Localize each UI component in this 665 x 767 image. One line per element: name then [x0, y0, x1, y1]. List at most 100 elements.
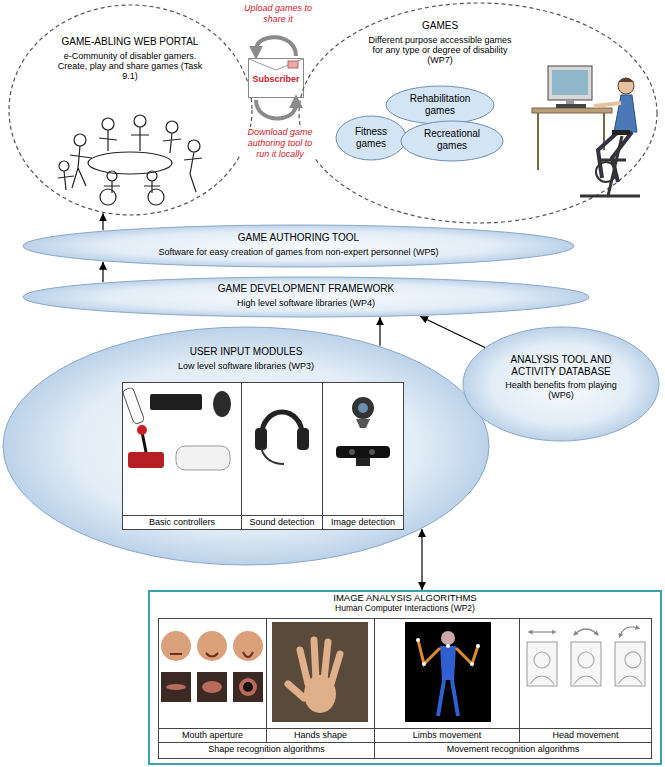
node-title: GAME AUTHORING TOOL [22, 232, 575, 244]
text-block: Image detection [323, 515, 403, 529]
community-sketch-part [70, 146, 92, 188]
community-sketch-part [188, 140, 200, 152]
algorithm-panel: Limbs movement [374, 618, 520, 743]
game-type-ellipse-shape [336, 116, 406, 160]
node-title: GAME DEVELOPMENT FRAMEWORK [22, 283, 590, 295]
text-block: GAMES Different purpose accessible games … [365, 20, 515, 66]
flow-arrow [102, 213, 103, 230]
community-sketch-part [166, 121, 178, 133]
exercise-bike-sketch-part [618, 78, 634, 94]
node-description: High level software libraries (WP4) [22, 298, 590, 308]
node-title: Rehabilitation games [405, 93, 475, 116]
layer-ellipse-shape [23, 277, 589, 317]
node-title: Limbs movement [375, 728, 519, 742]
node-title: Subscriber [249, 74, 303, 84]
node-title: GAME-ABLING WEB PORTAL [50, 36, 210, 48]
flow-arrow [379, 317, 380, 345]
exercise-bike-sketch-part [614, 95, 637, 132]
text-block: Basic controllers [123, 515, 241, 529]
community-sketch-part [88, 152, 172, 174]
flow-arrow [421, 529, 422, 590]
algorithms-box: IMAGE ANALYSIS ALGORITHMSHuman Computer … [148, 590, 662, 765]
text-block: Movement recognition algorithms [375, 744, 651, 754]
share-cycle-arrows-part [256, 100, 296, 119]
text-block: Head movement [520, 728, 651, 742]
text-block: IMAGE ANALYSIS ALGORITHMSHuman Computer … [150, 593, 660, 614]
algorithm-family-cell: Shape recognition algorithms [158, 742, 375, 759]
node-title: Movement recognition algorithms [375, 744, 651, 754]
community-sketch-part [148, 189, 164, 205]
community-sketch-part [184, 152, 202, 192]
node-description: Low level software libraries (WP3) [2, 361, 490, 371]
text-block: Subscriber [249, 74, 303, 84]
community-sketch-part [134, 115, 146, 127]
exercise-bike-sketch-part [603, 113, 605, 150]
game-type-ellipse: Fitness games [335, 115, 407, 161]
exercise-bike-sketch-part [594, 103, 621, 106]
layer-ellipse-shape [23, 225, 574, 267]
node-title: Mouth aperture [159, 728, 266, 742]
community-sketch-part [100, 189, 116, 205]
exercise-bike-sketch-part [532, 108, 612, 113]
game-type-ellipse-shape [401, 121, 503, 161]
text-block: Fitness games [349, 126, 393, 149]
node-title: Sound detection [242, 515, 322, 529]
input-panel: Basic controllers [122, 382, 242, 530]
community-sketch-part [99, 130, 117, 151]
node-title: GAMES [365, 20, 515, 32]
text-block: GAME AUTHORING TOOLSoftware for easy cre… [22, 232, 575, 257]
node-title: Recreational games [418, 128, 486, 151]
download-note-holder: Download game authoring tool to run it l… [240, 127, 320, 159]
exercise-bike-sketch-part [548, 66, 592, 100]
text-block: Limbs movement [375, 728, 519, 742]
algorithm-panel: Mouth aperture [158, 618, 267, 743]
community-sketch-part [59, 161, 69, 171]
flow-arrow [420, 316, 485, 347]
algorithm-family-cell: Movement recognition algorithms [374, 742, 652, 759]
node-description: e-Community of disabler gamers. Create, … [50, 51, 210, 82]
games-circle-shape [299, 3, 657, 223]
community-sketch-part [147, 171, 157, 181]
node-title: Basic controllers [123, 515, 241, 529]
layer-ellipse: USER INPUT MODULES Low level software lib… [2, 326, 490, 566]
upload-note: Upload games to share it [240, 3, 316, 25]
node-description: Human Computer Interactions (WP2) [150, 604, 660, 614]
flow-arrow [102, 262, 103, 282]
text-block: Hands shape [267, 728, 374, 742]
input-panel: Sound detection [241, 382, 323, 530]
share-cycle-arrows-part [256, 37, 296, 56]
download-note: Download game authoring tool to run it l… [240, 127, 320, 159]
node-description: Different purpose accessible games for a… [365, 35, 515, 66]
layer-ellipse: GAME AUTHORING TOOLSoftware for easy cre… [22, 224, 575, 268]
community-sketch-part [74, 134, 86, 146]
text-block: Mouth aperture [159, 728, 266, 742]
community-sketch-part [163, 133, 181, 153]
node-title: USER INPUT MODULES [2, 346, 490, 358]
community-sketch [58, 115, 202, 205]
exercise-bike-sketch-part [618, 78, 634, 82]
input-panel: Image detection [322, 382, 404, 530]
algorithm-panel: Head movement [519, 618, 652, 743]
exercise-bike-sketch [532, 66, 640, 196]
algorithm-panel: Hands shape [266, 618, 375, 743]
node-title: ANALYSIS TOOL AND ACTIVITY DATABASE [501, 354, 621, 377]
text-block: USER INPUT MODULES Low level software lib… [2, 346, 490, 371]
game-type-ellipse: Rehabilitation games [385, 85, 495, 125]
community-sketch-part [58, 171, 74, 190]
layer-ellipse: GAME DEVELOPMENT FRAMEWORK High level sof… [22, 276, 590, 318]
games-circle: GAMES Different purpose accessible games … [298, 2, 658, 224]
node-title: Shape recognition algorithms [159, 744, 374, 754]
portal-circle: GAME-ABLING WEB PORTAL e-Community of dis… [8, 4, 253, 216]
text-block: Rehabilitation games [405, 93, 475, 116]
community-sketch-part [131, 127, 149, 151]
exercise-bike-sketch-part [612, 130, 630, 135]
exercise-bike-sketch-part [596, 162, 616, 182]
text-block: Shape recognition algorithms [159, 744, 374, 754]
node-title: Head movement [520, 728, 651, 742]
analysis-ellipse-shape [463, 327, 659, 441]
layer-ellipse-outline [22, 276, 590, 318]
node-title: Fitness games [349, 126, 393, 149]
community-sketch-part [107, 171, 117, 181]
community-sketch-part [102, 118, 114, 130]
